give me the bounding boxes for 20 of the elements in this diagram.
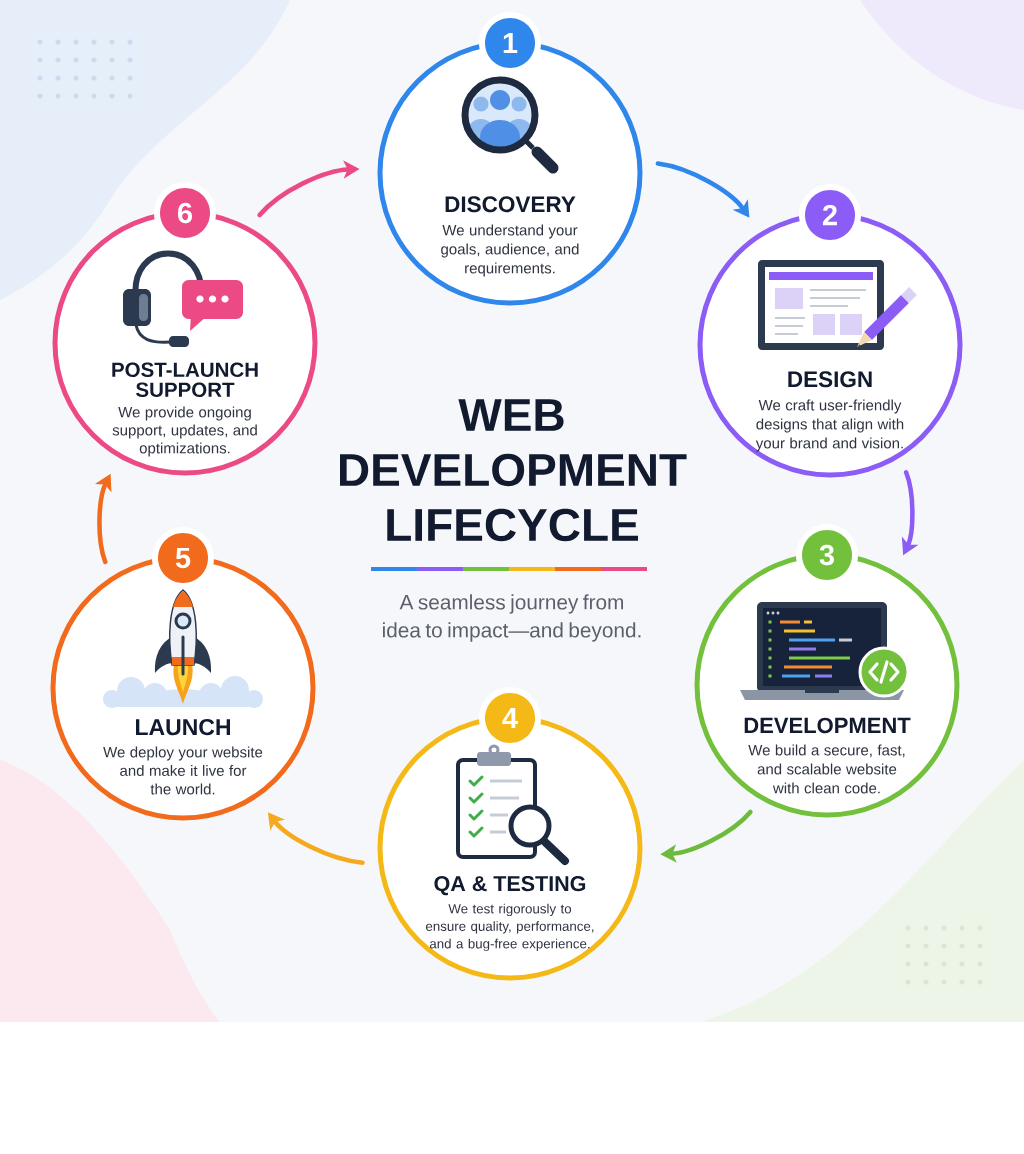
subtitle: A seamless journey from idea to impact—and beyond. [383,594,641,642]
number-badge: 3 [796,524,858,586]
number-badge: 2 [799,184,861,246]
step-description: We deploy your website and make it live for the world. [103,746,263,795]
step-description: We provide ongoing support, updates, and optimizations. [112,406,257,457]
number-badge: 4 [479,687,541,749]
number-badge: 1 [479,12,541,74]
step-heading: POST-LAUNCH SUPPORT [112,362,258,398]
number-badge: 5 [152,527,214,589]
step-heading: DEVELOPMENT [744,717,911,734]
number-badge: 6 [154,182,216,244]
step-heading: DESIGN [788,371,872,388]
title: WEB DEVELOPMENT LIFECYCLE [340,399,687,542]
step-heading: DISCOVERY [445,196,576,213]
step-heading: QA & TESTING [434,876,586,896]
step-description: We understand your goals, audience, and requirements. [441,224,579,277]
step-description: We test rigorously to ensure quality, performance, and a bug-free experience. [426,903,594,952]
step-heading: LAUNCH [136,718,230,736]
step-description: We build a secure, fast, and scalable website with clean code. [748,744,905,794]
step-description: We craft user-friendly designs that align with your brand and vision. [755,399,904,452]
